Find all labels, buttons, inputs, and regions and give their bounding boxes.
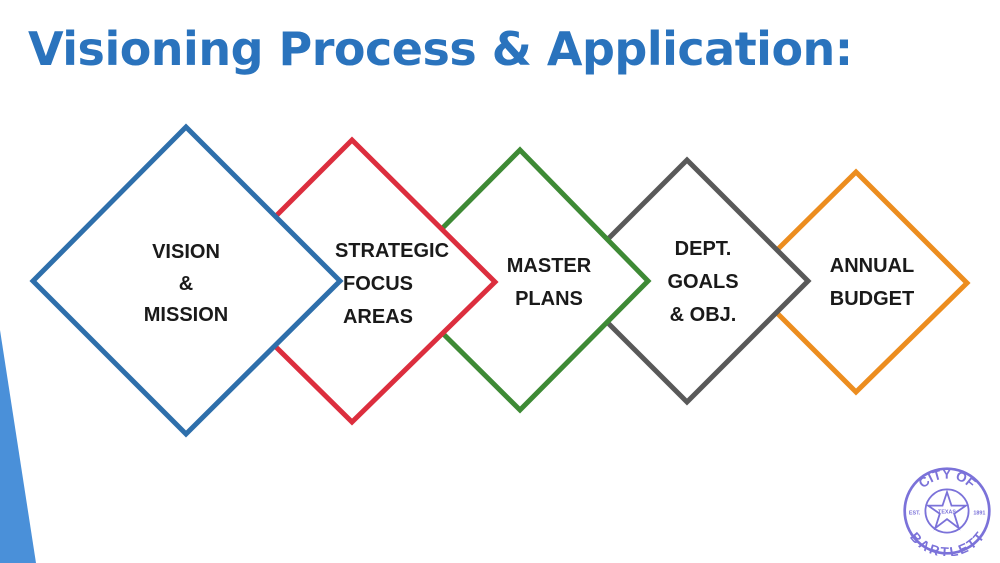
step-label-line: DEPT. <box>675 238 732 260</box>
seal-right-text: 1891 <box>973 511 985 517</box>
step-label-line: GOALS <box>667 271 738 293</box>
seal-star-letters: TEXAS <box>938 510 956 516</box>
step-label-line: BUDGET <box>830 288 914 310</box>
step-label-line: & OBJ. <box>670 304 737 326</box>
step-label-vision-mission: VISION & MISSION <box>144 241 228 326</box>
seal-outer-ring <box>903 467 991 555</box>
star-icon <box>925 489 969 531</box>
step-label-master-plans: MASTER PLANS <box>507 255 592 310</box>
step-label-line: & <box>179 273 193 295</box>
step-diamond-vision-mission <box>29 123 344 438</box>
seal-left-text: EST. <box>909 511 921 517</box>
step-label-line: STRATEGIC <box>335 240 449 262</box>
step-label-line: VISION <box>152 241 220 263</box>
seal-top-text: CITY OF <box>916 467 979 491</box>
step-label-line: FOCUS <box>343 273 413 295</box>
step-label-line: PLANS <box>515 288 583 310</box>
step-label-line: MASTER <box>507 255 592 277</box>
step-diamond-annual-budget <box>774 168 971 396</box>
step-label-annual-budget: ANNUAL BUDGET <box>830 255 914 310</box>
city-seal-logo: CITY OF BARTLETT EST. 1891 TEXAS <box>903 467 991 556</box>
step-label-line: MISSION <box>144 304 228 326</box>
step-label-line: ANNUAL <box>830 255 914 277</box>
step-label-dept-goals-obj: DEPT. GOALS & OBJ. <box>667 238 738 326</box>
step-label-line: AREAS <box>343 306 413 328</box>
slide-title: Visioning Process & Application: <box>28 22 853 76</box>
step-label-strategic-focus-areas: STRATEGIC FOCUS AREAS <box>335 240 449 328</box>
